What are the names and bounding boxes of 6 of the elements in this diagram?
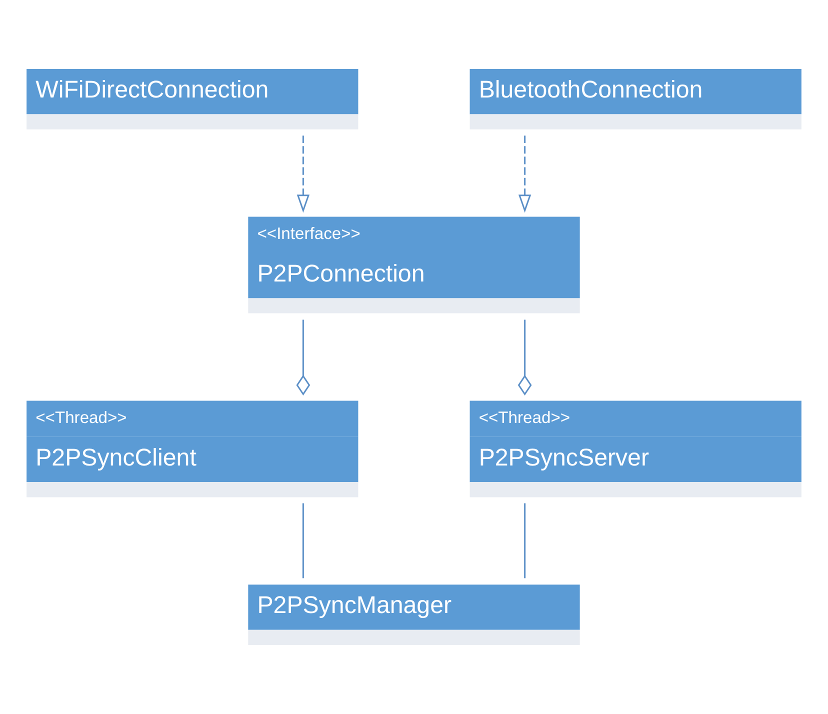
connector (302, 503, 304, 578)
connector (296, 320, 310, 396)
connector (518, 320, 532, 396)
arrow (296, 136, 310, 213)
connector (524, 503, 526, 578)
arrow (518, 136, 532, 213)
